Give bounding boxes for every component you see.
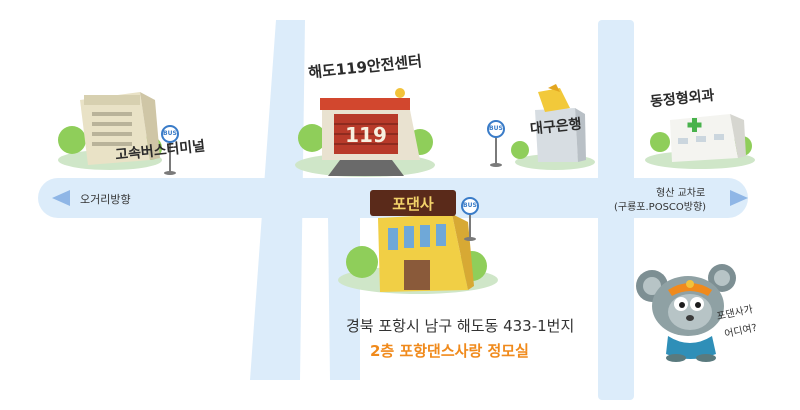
right-arrow: [730, 190, 748, 206]
right-direction-label-2: (구룡포.POSCO방향): [614, 202, 707, 213]
clinic-building: [645, 114, 755, 169]
right-direction-label-1: 형산 교차로: [656, 188, 706, 199]
left-arrow: [52, 190, 70, 206]
mascot-character: [636, 264, 736, 362]
bus-stop-text: BUS: [489, 125, 503, 132]
address-line-2: 2층 포항댄스사랑 정모실: [370, 342, 529, 360]
left-direction-label: 오거리방향: [80, 193, 131, 206]
address-line-1: 경북 포항시 남구 해도동 433-1번지: [346, 317, 575, 335]
bus-stop-bank: [487, 120, 505, 167]
bus-stop-text: BUS: [163, 130, 177, 137]
right-road: [598, 20, 634, 400]
destination-building: [338, 190, 498, 294]
bus-stop-text: BUS: [463, 202, 477, 209]
bus-terminal-building: [58, 92, 162, 170]
left-road: [250, 20, 305, 380]
bank-building: [511, 84, 595, 170]
fire-sign-number: 119: [345, 123, 387, 147]
destination-sign: 포댄사: [392, 195, 434, 213]
center-road: [328, 218, 360, 380]
bus-stop-destination: [461, 197, 479, 241]
bus-stop-terminal: [161, 125, 179, 175]
fire-station-building: 119: [295, 88, 435, 177]
